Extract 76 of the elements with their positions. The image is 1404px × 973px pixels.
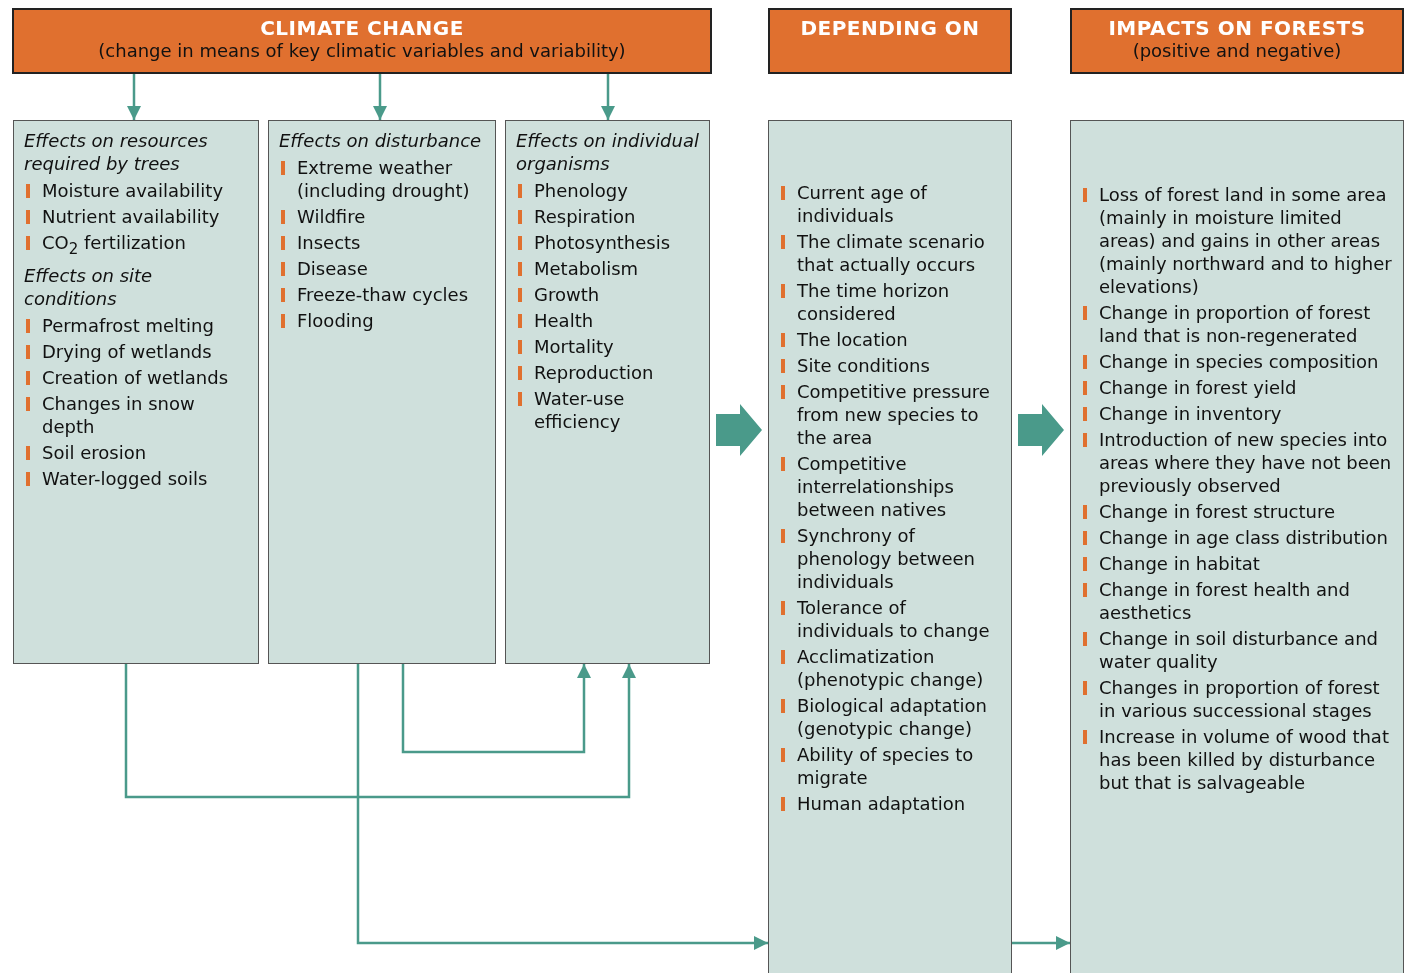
list-item: Change in proportion of forest land that is non-regenerated <box>1081 301 1395 347</box>
list-item: Acclimatization (phenotypic change) <box>779 645 1003 691</box>
section-heading: Effects on disturbance <box>279 129 483 152</box>
list-item: Permafrost melting <box>24 313 250 337</box>
section-heading: Effects on individual organisms <box>516 129 700 175</box>
arrow <box>356 664 768 950</box>
list-item: Health <box>516 309 701 332</box>
header-subtitle: (change in means of key climatic variables and variability) <box>97 40 627 61</box>
arrow <box>127 74 141 120</box>
list-item: Insects <box>279 231 487 254</box>
list-item: Changes in snow depth <box>24 391 250 438</box>
list-item: Change in age class distribution <box>1081 526 1395 549</box>
list-item: Loss of forest land in some area (mainly in moisture limited areas) and gains in other areas (mainly northward and to higher elevations) <box>1081 183 1395 298</box>
list-item: Change in habitat <box>1081 552 1395 575</box>
list-item: Competitive pressure from new species to the area <box>779 380 1003 449</box>
header-box <box>768 8 1012 74</box>
list-item: Site conditions <box>779 354 1003 377</box>
list-item: Phenology <box>516 179 701 202</box>
header-title: CLIMATE CHANGE <box>259 16 465 40</box>
list-panel <box>268 120 496 664</box>
list-item: Change in species composition <box>1081 350 1395 373</box>
list-item: Metabolism <box>516 257 701 280</box>
list-item: Competitive interrelationships between natives <box>779 452 1003 521</box>
block-arrow <box>1018 404 1064 456</box>
list-item: Biological adaptation (genotypic change) <box>779 694 1003 740</box>
list-item: Change in inventory <box>1081 402 1395 425</box>
arrow <box>601 74 615 120</box>
list-panel <box>13 120 259 664</box>
list-item: Current age of individuals <box>779 181 1003 227</box>
arrow <box>401 664 591 754</box>
list-item: Moisture availability <box>24 179 250 202</box>
header-title: DEPENDING ON <box>799 16 981 40</box>
list-item: Soil erosion <box>24 440 250 464</box>
list-item: Flooding <box>279 309 487 332</box>
header-box <box>12 8 712 74</box>
list-item: Change in forest yield <box>1081 376 1395 399</box>
header-subtitle: (positive and negative) <box>1131 40 1343 61</box>
list-item: Disease <box>279 257 487 280</box>
list-item: Drying of wetlands <box>24 339 250 363</box>
list-item: Photosynthesis <box>516 231 701 254</box>
arrow <box>1012 936 1070 950</box>
list-item: Water-logged soils <box>24 466 250 490</box>
list-item: Nutrient availability <box>24 205 250 228</box>
list-item: Mortality <box>516 335 701 358</box>
list-item: Water-use efficiency <box>516 387 701 433</box>
list-panel <box>768 120 1012 973</box>
arrow <box>373 74 387 120</box>
list-item: Change in forest structure <box>1081 500 1395 523</box>
list-item: Introduction of new species into areas where they have not been previously observed <box>1081 428 1395 497</box>
header-title: IMPACTS ON FORESTS <box>1107 16 1367 40</box>
list-item: Changes in proportion of forest in various successional stages <box>1081 676 1395 722</box>
list-panel <box>505 120 710 664</box>
list-item: Wildfire <box>279 205 487 228</box>
list-item: Change in forest health and aesthetics <box>1081 578 1395 624</box>
list-panel <box>1070 120 1404 973</box>
block-arrow <box>716 404 762 456</box>
list-item: CO$_{2}$ fertilization <box>24 231 250 261</box>
list-item: The climate scenario that actually occurs <box>779 230 1003 276</box>
list-item: Creation of wetlands <box>24 365 250 389</box>
list-item: Growth <box>516 283 701 306</box>
list-item: Reproduction <box>516 361 701 384</box>
list-item: Human adaptation <box>779 792 1003 815</box>
arrow <box>124 664 636 799</box>
section-heading: Effects on site conditions <box>24 263 154 310</box>
list-item: Respiration <box>516 205 701 228</box>
header-box <box>1070 8 1404 74</box>
list-item: The location <box>779 328 1003 351</box>
list-item: Synchrony of phenology between individuals <box>779 524 1003 593</box>
list-item: Tolerance of individuals to change <box>779 596 1003 642</box>
list-item: Change in soil disturbance and water quality <box>1081 627 1395 673</box>
list-item: Ability of species to migrate <box>779 743 1003 789</box>
list-item: Extreme weather (including drought) <box>279 156 487 202</box>
list-item: The time horizon considered <box>779 279 1003 325</box>
section-heading: Effects on resources required by trees <box>24 129 209 175</box>
list-item: Freeze-thaw cycles <box>279 283 487 306</box>
list-item: Increase in volume of wood that has been killed by disturbance but that is salvageable <box>1081 725 1395 794</box>
